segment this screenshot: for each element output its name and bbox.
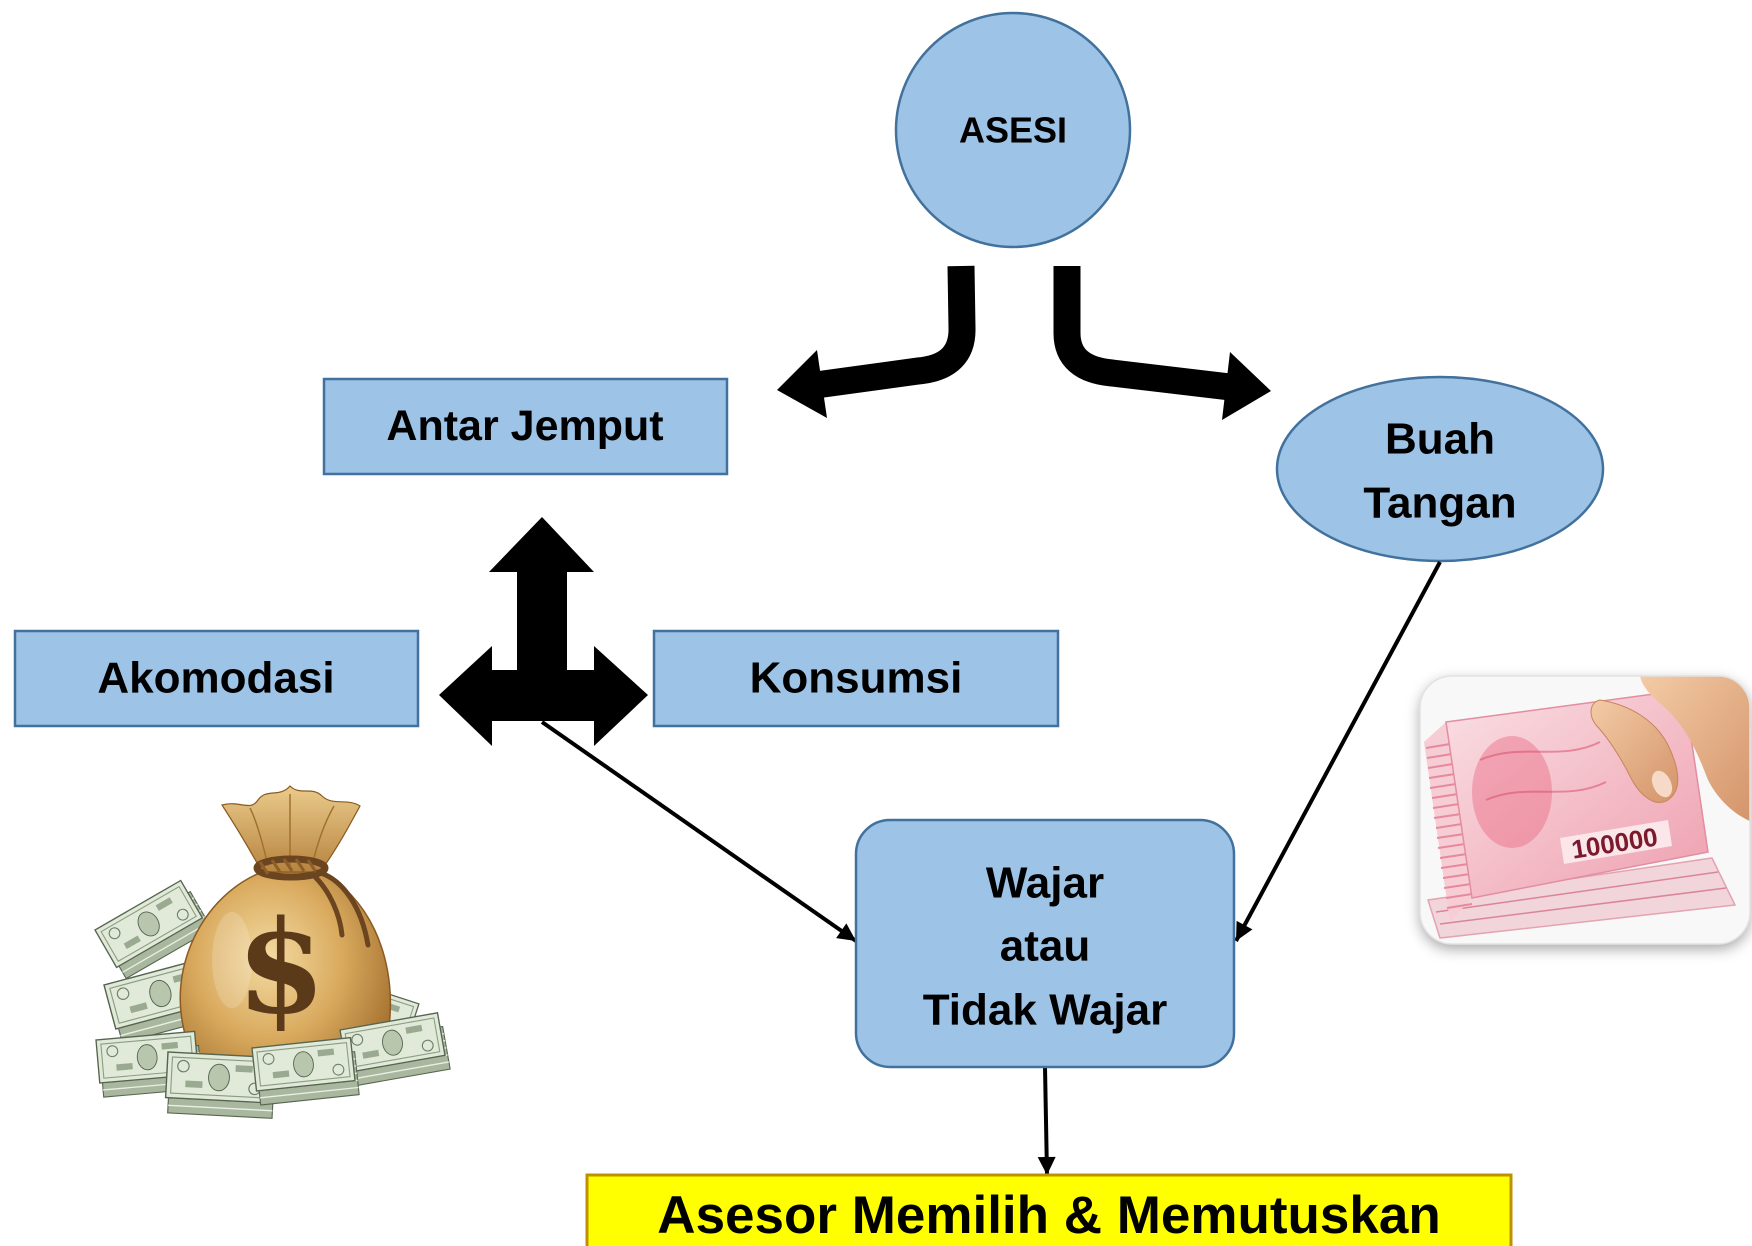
banknote-stack [251,1036,360,1106]
konsumsi-label: Konsumsi [750,654,963,703]
penilaian-box [854,818,1236,1069]
photo-card-border [1419,675,1751,945]
banknote-pattern-lines [1479,741,1607,801]
connector-penilaian-to-keputusan [1037,1066,1056,1176]
arrow-shaft [1053,266,1232,401]
arrow-shaft [814,265,976,399]
node-akomodasi: Akomodasi [13,629,420,728]
banknotes-stack-edge [1424,722,1472,922]
node-penilaian: Wajar atau Tidak Wajar [854,818,1236,1069]
buah-tangan-label-line-1: Buah [1385,415,1495,464]
arrow-asesi-to-buah-tangan [1053,266,1271,420]
keputusan-label: Asesor Memilih & Memutuskan [657,1186,1440,1245]
photo-content: 100000 [1420,676,1750,944]
keputusan-box [587,1175,1511,1246]
arrow-head [777,350,827,418]
bag-top-flaps [221,785,361,873]
banknotes-bottom-lines [1435,871,1727,925]
banknote-value-strip [1560,820,1672,864]
arrow-asesi-to-antar-jemput [777,265,976,418]
thumb-nail [1651,770,1673,798]
penilaian-label-line-3: Tidak Wajar [923,986,1168,1035]
node-keputusan: Asesor Memilih & Memutuskan [585,1173,1513,1246]
node-antar-jemput: Antar Jemput [322,377,729,476]
penilaian-label-line-1: Wajar [986,859,1104,908]
bag-rope [253,855,329,881]
akomodasi-box [13,629,420,728]
bag-highlight [212,912,252,1008]
banknotes-stack-edge-lines [1425,743,1473,909]
akomodasi-label: Akomodasi [97,654,334,703]
buah-tangan-label-line-2: Tangan [1363,479,1516,528]
konsumsi-box [652,629,1060,728]
antar-jemput-box [322,377,729,476]
keputusan-box-border [585,1173,1513,1246]
bag-rope-twists [258,858,318,875]
connector-buah-tangan-to-penilaian [1234,561,1442,942]
banknotes-bottom-layer [1427,857,1737,939]
penilaian-label-line-2: atau [1000,922,1090,971]
money-bag-icon: $ [94,785,451,1120]
three-way-arrow [439,517,648,746]
buah-tangan-ellipse [1275,375,1605,563]
antar-jemput-label: Antar Jemput [386,402,663,450]
connector-costs-to-penilaian [540,720,858,943]
hand-back [1640,676,1750,822]
node-buah-tangan: Buah Tangan [1275,375,1605,563]
asesi-circle [894,11,1132,249]
asesi-label: ASESI [959,110,1067,151]
node-asesi: ASESI [894,11,1132,249]
node-konsumsi: Konsumsi [652,629,1060,728]
rupiah-banknotes-icon: 100000 [1419,675,1751,945]
dollar-sign: $ [236,893,325,1043]
bag-rope-tails [309,869,371,948]
arrow-head [1222,352,1271,420]
